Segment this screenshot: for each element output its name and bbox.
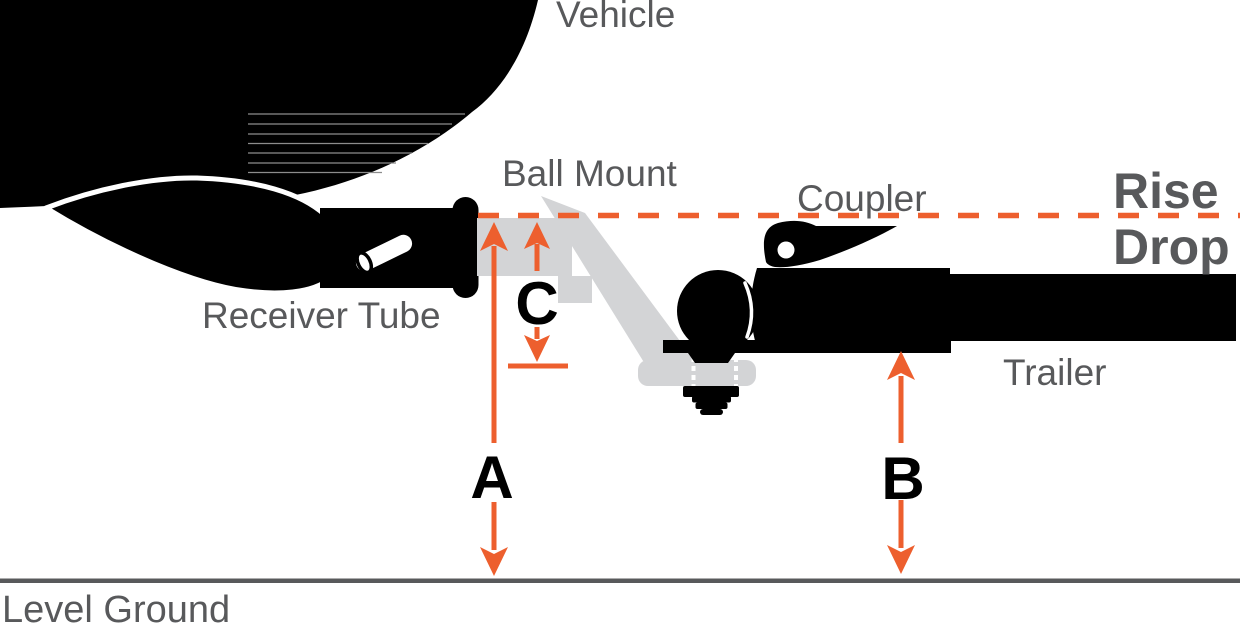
drop-label: Drop (1113, 219, 1230, 275)
arrow-a (480, 222, 508, 576)
stud-nut (683, 386, 739, 397)
coupler-icon (663, 220, 951, 353)
level-ground-label: Level Ground (2, 589, 231, 625)
arrow-c-end-tick (508, 363, 568, 369)
trailer-tongue (950, 274, 1236, 341)
coupler-latch-lever (763, 220, 897, 268)
vehicle-body-shape (0, 0, 538, 208)
hitch-ball-icon (677, 270, 759, 415)
vehicle-pinstripes (248, 113, 465, 174)
vehicle-silhouette-icon (0, 0, 538, 296)
arrow-b (887, 351, 915, 574)
arrow-c (508, 222, 568, 369)
vehicle-bumper-shape (43, 175, 344, 296)
rise-label: Rise (1113, 163, 1219, 219)
measurement-a-label: A (470, 444, 514, 511)
receiver-collar (452, 197, 479, 298)
ground-line (0, 578, 1240, 583)
ball-socket-highlight (743, 281, 754, 339)
coupler-body (751, 268, 950, 348)
trailer-label: Trailer (1003, 352, 1107, 393)
hitch-pin-icon (352, 231, 416, 275)
measurement-b-label: B (881, 445, 925, 512)
latch-pivot-hole (777, 241, 795, 259)
ball-neck (688, 353, 735, 363)
receiver-tube-icon (320, 197, 479, 298)
receiver-tube-label: Receiver Tube (202, 295, 441, 336)
vehicle-label: Vehicle (556, 0, 676, 35)
measurement-c-label: C (515, 270, 559, 337)
coupler-label: Coupler (797, 178, 927, 219)
ball-mount-label: Ball Mount (502, 153, 677, 194)
